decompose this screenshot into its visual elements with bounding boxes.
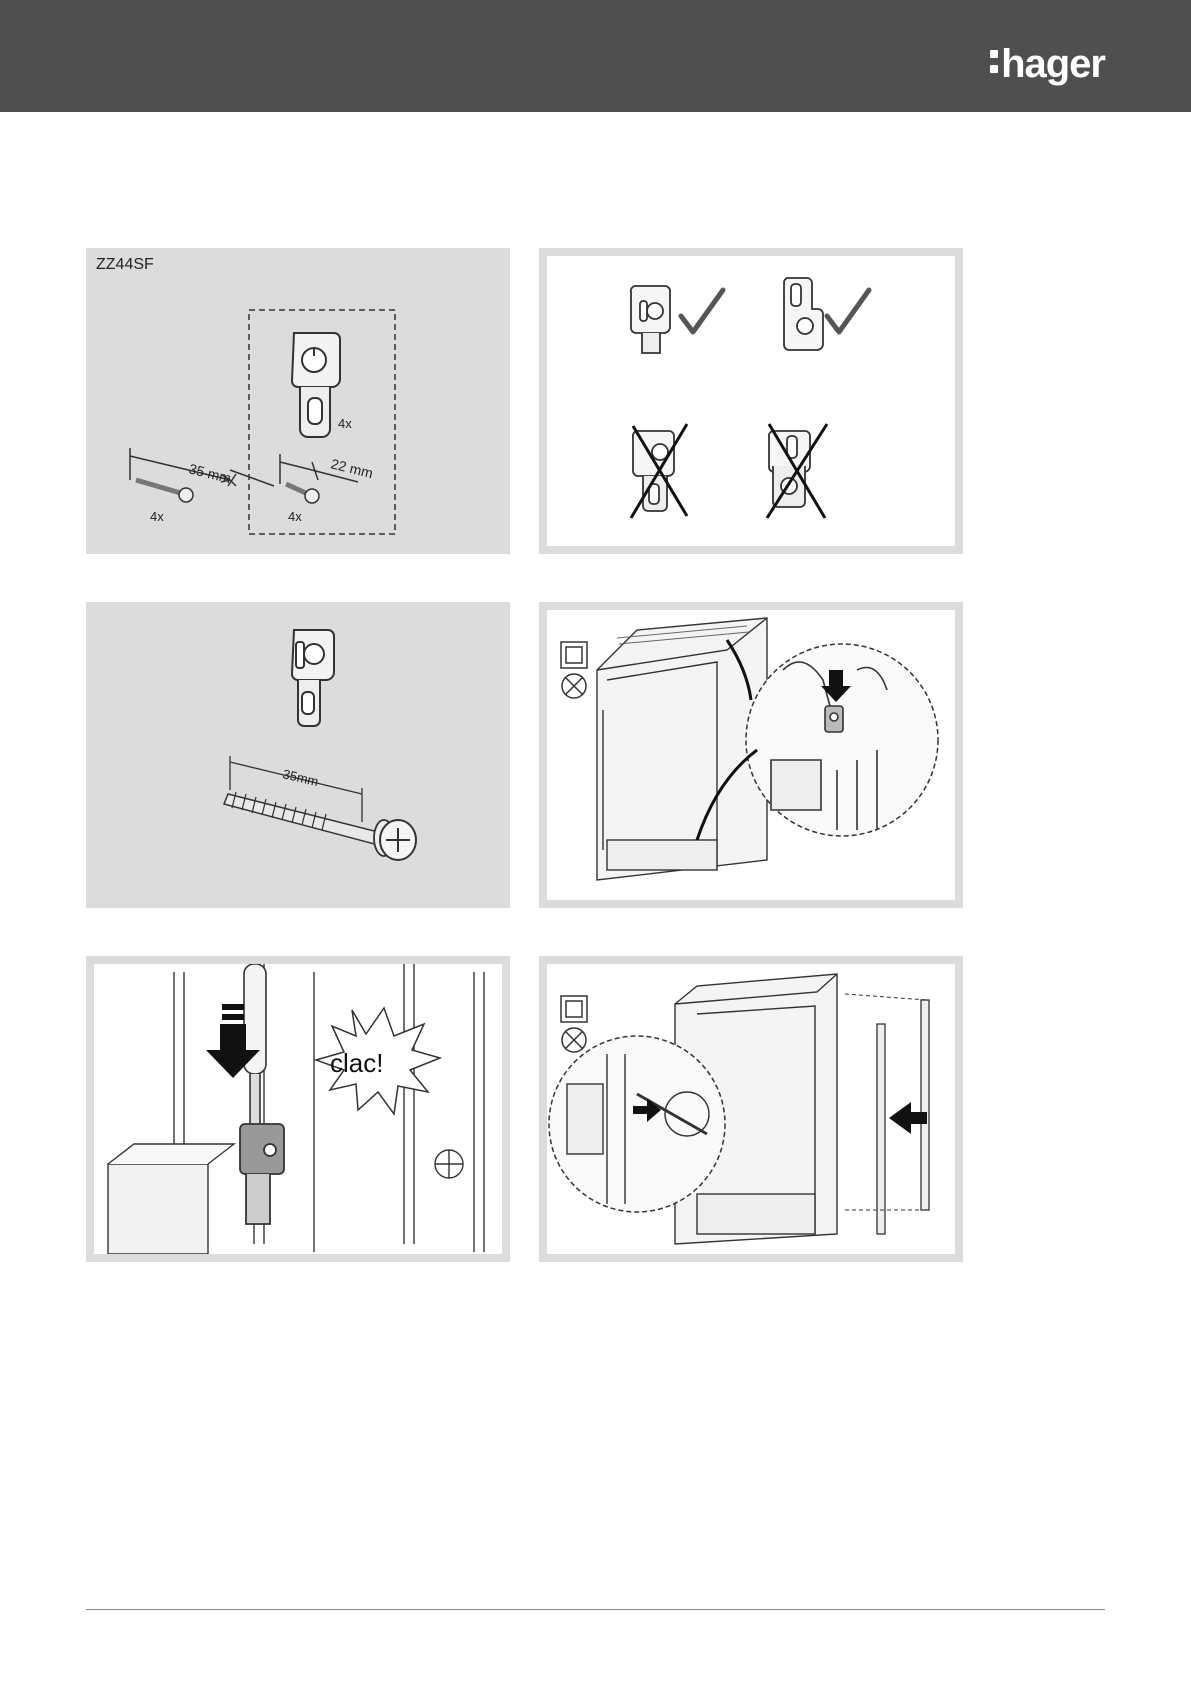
page-header: hager — [0, 0, 1191, 112]
panel-kit-contents: ZZ44SF 4x 35 mm 4x — [86, 248, 510, 554]
no-power-symbol-icon — [561, 642, 587, 698]
clip-icon — [240, 1124, 284, 1224]
hager-logo: hager — [990, 44, 1105, 84]
clip-screw-illustration: 35mm — [86, 602, 510, 908]
clip-qty: 4x — [338, 416, 352, 431]
clip-correct-2-icon — [784, 278, 823, 350]
mount-rails-illustration — [547, 964, 955, 1254]
short-screw-length: 22 mm — [329, 455, 374, 481]
check-icon-1 — [681, 290, 723, 332]
clip-icon — [292, 333, 340, 437]
short-screw-qty: 4x — [288, 509, 302, 524]
long-screw-qty: 4x — [150, 509, 164, 524]
no-power-symbol-icon — [561, 996, 587, 1052]
rail-left-icon — [877, 1024, 885, 1234]
logo-dots-icon — [990, 50, 998, 80]
clip-incorrect-2-icon — [769, 431, 810, 507]
screw-length-label: 35mm — [281, 766, 320, 789]
clac-label: clac! — [330, 1048, 383, 1078]
orientation-illustration — [547, 256, 955, 546]
clip-incorrect-1-icon — [633, 431, 674, 511]
footer-divider — [86, 1609, 1105, 1610]
rail-right-icon — [921, 1000, 929, 1210]
panel-click-into-place: clac! — [86, 956, 510, 1262]
panel-clip-and-screw: 35mm — [86, 602, 510, 908]
long-screw-length: 35 mm — [187, 460, 232, 486]
clip-correct-1-icon — [631, 286, 670, 353]
insert-clip-illustration — [547, 610, 955, 900]
click-illustration: clac! — [94, 964, 502, 1254]
screw-icon — [224, 792, 416, 860]
enclosure-icon — [597, 618, 767, 880]
clip-icon — [825, 706, 843, 732]
panel-mount-rails — [539, 956, 963, 1262]
kit-contents-illustration: 4x 35 mm 4x 22 mm 4x — [86, 248, 510, 554]
check-icon-2 — [827, 290, 869, 332]
panel-insert-clip — [539, 602, 963, 908]
clip-icon — [292, 630, 334, 726]
panel-clip-orientation — [539, 248, 963, 554]
